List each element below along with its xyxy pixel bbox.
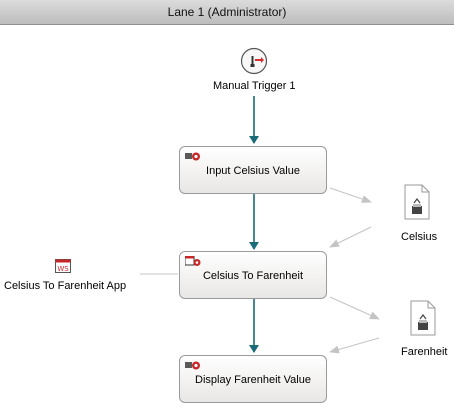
- human-task-icon: [185, 360, 201, 371]
- task-celsius-to-farenheit[interactable]: Celsius To Farenheit: [179, 251, 327, 299]
- task-label: Input Celsius Value: [206, 165, 300, 177]
- farenheit-document-icon[interactable]: [410, 300, 436, 336]
- manual-trigger-icon[interactable]: [240, 47, 268, 75]
- data-arrow-celsius-to-convert[interactable]: [329, 226, 372, 248]
- trigger-label: Manual Trigger 1: [213, 80, 296, 92]
- human-task-icon: [185, 151, 201, 162]
- data-arrow-input-to-celsius[interactable]: [329, 187, 372, 203]
- web-service-task-icon: [184, 255, 201, 267]
- celsius-document-label: Celsius: [401, 231, 438, 243]
- task-label: Celsius To Farenheit: [202, 270, 304, 282]
- data-arrow-farenheit-to-display[interactable]: [329, 337, 380, 354]
- task-label: Display Farenheit Value: [195, 374, 311, 386]
- task-display-farenheit-value[interactable]: Display Farenheit Value: [179, 355, 327, 403]
- application-label: Celsius To Farenheit App: [4, 280, 127, 292]
- celsius-document-icon[interactable]: [404, 184, 430, 220]
- data-arrow-convert-to-farenheit[interactable]: [329, 296, 380, 320]
- web-service-app-icon[interactable]: WS: [55, 259, 71, 273]
- lane-header: Lane 1 (Administrator): [0, 0, 454, 25]
- farenheit-document-label: Farenheit: [401, 346, 448, 358]
- lane-title: Lane 1 (Administrator): [167, 5, 287, 19]
- ws-badge-text: WS: [57, 265, 69, 273]
- task-input-celsius-value[interactable]: Input Celsius Value: [179, 146, 327, 194]
